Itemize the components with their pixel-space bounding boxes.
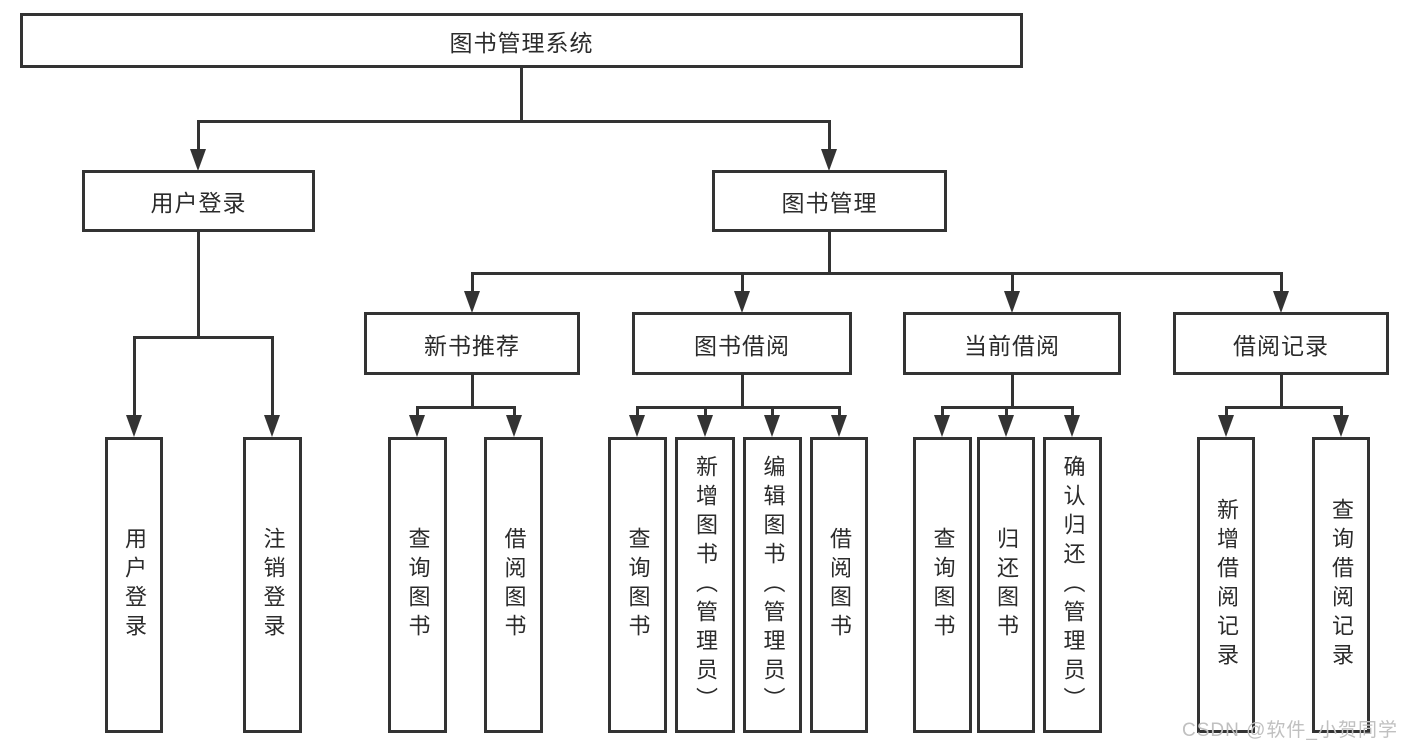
arrowhead-c2	[697, 415, 713, 437]
connector-new-book-rail	[416, 406, 516, 409]
node-root-system: 图书管理系统	[20, 13, 1023, 68]
arrowhead-b2	[506, 415, 522, 437]
csdn-watermark: CSDN @软件_小贺同学	[1182, 720, 1398, 741]
connector-book-borrow-shaft	[741, 272, 744, 294]
connector-b1-shaft	[416, 406, 419, 418]
leaf-confirm-return-admin: 确认归还（管理员）	[1043, 437, 1102, 733]
leaf-borrow-books: 借阅图书	[810, 437, 868, 733]
connector-c3-shaft	[771, 406, 774, 418]
connector-book-mgmt-shaft	[828, 120, 831, 154]
leaf-query-borrow-record: 查询借阅记录	[1312, 437, 1370, 733]
arrowhead-d1	[934, 415, 950, 437]
connector-borrow-records-stem	[1280, 375, 1283, 408]
connector-c1-shaft	[636, 406, 639, 418]
node-user-login: 用户登录	[82, 170, 315, 232]
node-new-book-recommend: 新书推荐	[364, 312, 580, 375]
arrowhead-leaf-user-login	[126, 415, 142, 437]
arrowhead-borrow-records	[1273, 291, 1289, 313]
connector-book-mgmt-stem	[828, 232, 831, 274]
arrowhead-b1	[409, 415, 425, 437]
arrowhead-leaf-logout	[264, 415, 280, 437]
connector-e2-shaft	[1340, 406, 1343, 418]
connector-borrow-records-shaft	[1280, 272, 1283, 294]
arrowhead-user-login	[190, 149, 206, 171]
connector-current-borrow-shaft	[1011, 272, 1014, 294]
connector-user-login-shaft	[197, 120, 200, 154]
leaf-edit-books-admin: 编辑图书（管理员）	[743, 437, 802, 733]
connector-d3-shaft	[1071, 406, 1074, 418]
connector-leaf-logout-shaft	[271, 336, 274, 418]
leaf-query-books-borrow: 查询图书	[608, 437, 667, 733]
connector-b2-shaft	[513, 406, 516, 418]
leaf-user-login: 用户登录	[105, 437, 163, 733]
leaf-return-books: 归还图书	[977, 437, 1035, 733]
connector-user-login-stem	[197, 232, 200, 338]
leaf-query-books-recommend: 查询图书	[388, 437, 447, 733]
connector-root-stem	[520, 68, 523, 120]
arrowhead-c1	[629, 415, 645, 437]
connector-c2-shaft	[704, 406, 707, 418]
connector-borrow-records-rail	[1225, 406, 1343, 409]
arrowhead-d2	[998, 415, 1014, 437]
arrowhead-d3	[1064, 415, 1080, 437]
arrowhead-book-mgmt	[821, 149, 837, 171]
leaf-add-books-admin: 新增图书（管理员）	[675, 437, 735, 733]
leaf-borrow-books-recommend: 借阅图书	[484, 437, 543, 733]
node-borrow-records: 借阅记录	[1173, 312, 1389, 375]
arrowhead-new-book	[464, 291, 480, 313]
arrowhead-e2	[1333, 415, 1349, 437]
connector-e1-shaft	[1225, 406, 1228, 418]
arrowhead-current-borrow	[1004, 291, 1020, 313]
leaf-query-books-current: 查询图书	[913, 437, 972, 733]
connector-d2-shaft	[1005, 406, 1008, 418]
connector-current-borrow-stem	[1011, 375, 1014, 408]
arrowhead-c4	[831, 415, 847, 437]
connector-leaf-user-login-shaft	[133, 336, 136, 418]
connector-level2-rail	[197, 120, 831, 123]
connector-book-borrow-stem	[741, 375, 744, 408]
connector-d1-shaft	[941, 406, 944, 418]
node-book-management: 图书管理	[712, 170, 947, 232]
leaf-add-borrow-record: 新增借阅记录	[1197, 437, 1255, 733]
arrowhead-e1	[1218, 415, 1234, 437]
connector-new-book-shaft	[471, 272, 474, 294]
arrowhead-c3	[764, 415, 780, 437]
connector-level3-rail	[471, 272, 1283, 275]
node-current-borrow: 当前借阅	[903, 312, 1121, 375]
connector-user-login-rail	[133, 336, 274, 339]
connector-c4-shaft	[838, 406, 841, 418]
leaf-logout: 注销登录	[243, 437, 302, 733]
node-book-borrow: 图书借阅	[632, 312, 852, 375]
arrowhead-book-borrow	[734, 291, 750, 313]
connector-book-borrow-rail	[636, 406, 841, 409]
connector-new-book-stem	[471, 375, 474, 408]
